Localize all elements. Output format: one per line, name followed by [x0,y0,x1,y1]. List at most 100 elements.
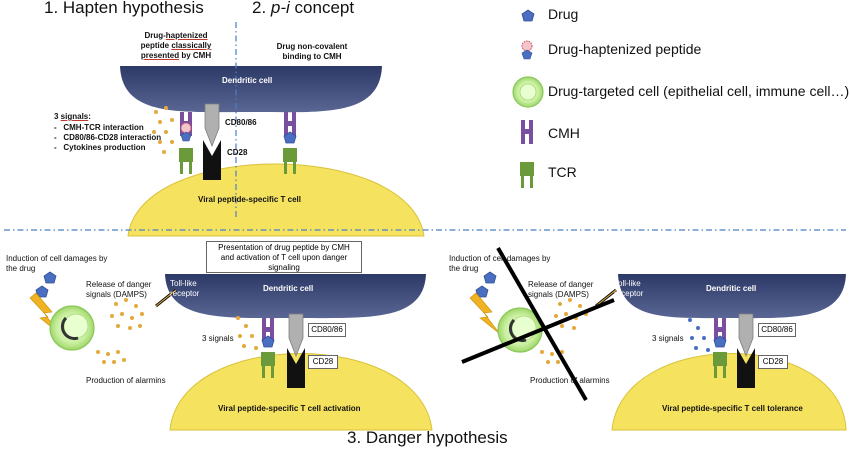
bottom-left-panel [29,271,433,431]
cd80-86-molecule [288,313,304,357]
pi-title-prefix: 2. [252,0,271,17]
bullet: - [54,143,57,152]
cmh-icon [521,120,533,144]
signal-item: - CMH-TCR interaction [54,123,144,133]
bl-t-cell [169,353,433,431]
pi-caption: Drug non-covalent binding to CMH [262,42,362,62]
bl-cd80-label: CD80/86 [308,323,346,337]
br-dendritic-cell-label: Dendritic cell [706,284,757,293]
signals-word: signals [60,112,89,121]
release-line: Release of danger [86,280,152,289]
legend-drug-label: Drug [548,6,579,22]
bl-induction-text: Induction of cell damages by the drug [6,254,107,274]
bl-three-signals-label: 3 signals [202,334,234,343]
signal-dots [236,316,258,350]
danger-hypothesis-title: 3. Danger hypothesis [347,428,508,447]
bl-cd28-label: CD28 [308,355,338,369]
bl-dendritic-cell [165,274,426,319]
tlr-line: Toll-like [170,279,197,288]
bl-release-text: Release of danger signals (DAMPS) [86,280,151,300]
caption-word: classically [171,41,212,50]
br-release-text: Release of danger signals (DAMPS) [528,280,593,300]
release-line: signals (DAMPS) [528,290,589,299]
tcr-receptor [179,148,193,174]
drug-targeted-cell-icon [512,76,544,108]
tlr-line: receptor [614,289,644,298]
top-dendritic-cell [120,66,382,113]
br-toll-like-label: Toll-like receptor [614,279,643,299]
hapten-caption: Drug-haptenized peptide classically pres… [126,31,226,61]
legend [512,9,544,188]
br-production-text: Production of alarmins [530,376,610,385]
pi-title-italic: p-i [270,0,290,17]
bl-production-text: Production of alarmins [86,376,166,385]
br-induction-text: Induction of cell damages by the drug [449,254,550,274]
pi-caption-line: Drug non-covalent [276,42,348,51]
br-cd28-label: CD28 [758,355,788,369]
br-dendritic-cell [618,274,846,319]
cytokine-dots [152,106,174,154]
tlr-line: receptor [170,289,200,298]
legend-drug-targeted-cell-label: Drug-targeted cell (epithelial cell, imm… [548,83,850,99]
bullet: - [54,123,57,132]
bl-toll-like-label: Toll-like receptor [170,279,199,299]
cd80-86-molecule [738,313,754,357]
presentation-line: Presentation of drug peptide by CMH [218,243,350,252]
pi-caption-line: binding to CMH [282,52,342,61]
presentation-line: and activation of T cell upon danger [220,253,348,262]
signal-text: Cytokines production [63,143,146,152]
bl-t-cell-label: Viral peptide-specific T cell activation [218,404,361,413]
toll-like-receptor-core [595,289,617,307]
induction-line: the drug [449,264,479,273]
caption-word: haptenized [165,31,208,40]
drug-haptenized-peptide-icon [521,40,533,60]
induction-line: Induction of cell damages by [449,254,551,263]
release-line: Release of danger [528,280,594,289]
legend-drug-haptenized-peptide-label: Drug-haptenized peptide [548,41,702,57]
drug-icon [521,9,535,22]
presentation-caption-box: Presentation of drug peptide by CMH and … [206,241,362,273]
induction-line: the drug [6,264,36,273]
caption-word: presented [140,51,180,60]
signal-text: CD80/86-CD28 interaction [63,133,162,142]
br-three-signals-label: 3 signals [652,334,684,343]
caption-word: Drug- [144,31,166,40]
top-t-cell-label: Viral peptide-specific T cell [198,195,301,204]
induction-line: Induction of cell damages by [6,254,108,263]
alarmin-dots [96,350,126,364]
signals-colon: : [88,112,91,121]
caption-word: peptide [140,41,170,50]
danger-signal-dots [110,298,144,330]
toll-like-receptor-core [155,289,177,307]
bl-dendritic-cell-label: Dendritic cell [263,284,314,293]
signals-count: 3 [54,112,61,121]
br-t-cell [611,353,847,431]
presentation-line: signaling [268,263,300,272]
top-cd80-label: CD80/86 [225,118,257,127]
signal-text: CMH-TCR interaction [63,123,144,132]
lightning-icon [469,292,501,335]
signals-heading: 3 signals: [54,112,91,122]
hapten-hypothesis-title: 1. Hapten hypothesis [44,0,204,17]
cross-out-line [461,298,615,364]
tcr-icon [520,162,534,188]
damaged-cell-icon [49,305,95,351]
release-line: signals (DAMPS) [86,290,147,299]
signal-item: - Cytokines production [54,143,146,153]
tlr-line: Toll-like [614,279,641,288]
legend-tcr-label: TCR [548,164,577,180]
bottom-right-panel [461,246,847,431]
caption-word: by CMH [181,51,212,60]
pi-title-suffix: concept [289,0,355,17]
top-cd28-label: CD28 [227,148,248,157]
signal-item: - CD80/86-CD28 interaction [54,133,161,143]
br-cd80-label: CD80/86 [758,323,796,337]
pi-concept-title: 2. p-i concept [252,0,354,18]
legend-cmh-label: CMH [548,125,580,141]
bullet: - [54,133,57,142]
br-t-cell-label: Viral peptide-specific T cell tolerance [662,404,803,413]
cross-out-line [496,246,588,402]
signal-dots-blue [688,318,710,352]
top-dendritic-cell-label: Dendritic cell [222,76,273,85]
